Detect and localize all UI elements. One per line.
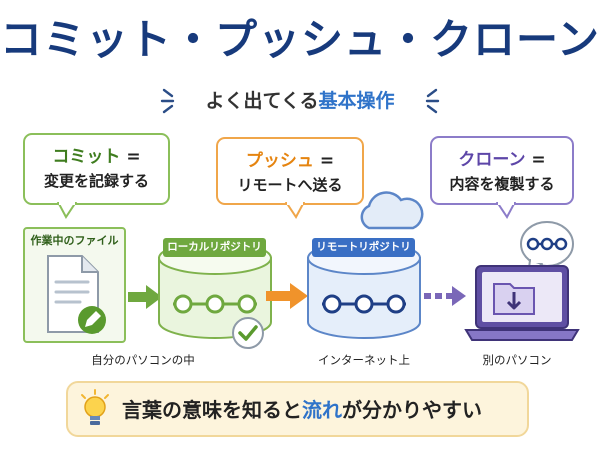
laptop-thought-bubble: [520, 221, 574, 277]
subtitle-text: よく出てくる基本操作: [205, 90, 394, 112]
push-bubble: プッシュ = リモートへ送る: [216, 137, 364, 205]
document-icon: [47, 255, 106, 334]
subtitle: よく出てくる基本操作: [0, 86, 600, 113]
tip-highlight: 流れ: [302, 398, 342, 422]
clone-equals: =: [531, 150, 546, 170]
right-spark-icon: [425, 88, 440, 114]
tip-after: が分かりやすい: [342, 398, 482, 422]
subtitle-before: よく出てくる: [205, 90, 319, 112]
push-bubble-tail: [284, 202, 306, 219]
clone-bubble-tail: [495, 202, 517, 219]
local-repo-caption: 自分のパソコンの中: [91, 353, 195, 367]
clone-term: クローン: [458, 150, 526, 170]
push-equals: =: [319, 151, 335, 171]
subtitle-highlight: 基本操作: [318, 90, 395, 112]
left-spark-icon: [160, 88, 175, 114]
lightbulb-icon: [81, 389, 109, 425]
clone-meaning: 内容を複製する: [449, 175, 555, 193]
commit-bubble: コミット = 変更を記録する: [23, 133, 170, 205]
working-file-label: 作業中のファイル: [30, 234, 119, 247]
laptop-icon: [464, 265, 580, 341]
push-arrow-icon: [266, 283, 308, 309]
page-title: コミット・プッシュ・クローン: [0, 15, 600, 64]
tip-text: 言葉の意味を知ると流れが分かりやすい: [122, 394, 482, 423]
remote-repo-tag: リモートリポジトリ: [312, 238, 415, 257]
other-pc-caption: 別のパソコン: [482, 353, 552, 367]
push-term: プッシュ: [245, 151, 314, 171]
commit-equals: =: [126, 147, 141, 167]
remote-repo-caption: インターネット上: [318, 353, 410, 367]
clone-arrow-icon: [424, 286, 466, 306]
commit-term: コミット: [52, 147, 121, 167]
commit-arrow-icon: [128, 285, 162, 309]
push-meaning: リモートへ送る: [237, 176, 343, 194]
cloud-icon: [360, 191, 424, 230]
commit-bubble-tail: [56, 202, 78, 219]
tip-panel: [66, 381, 529, 437]
commit-meaning: 変更を記録する: [43, 172, 149, 190]
local-repo-tag: ローカルリポジトリ: [163, 238, 266, 257]
tip-before: 言葉の意味を知ると: [122, 398, 302, 422]
check-icon: [232, 317, 264, 349]
clone-bubble: クローン = 内容を複製する: [430, 136, 574, 205]
